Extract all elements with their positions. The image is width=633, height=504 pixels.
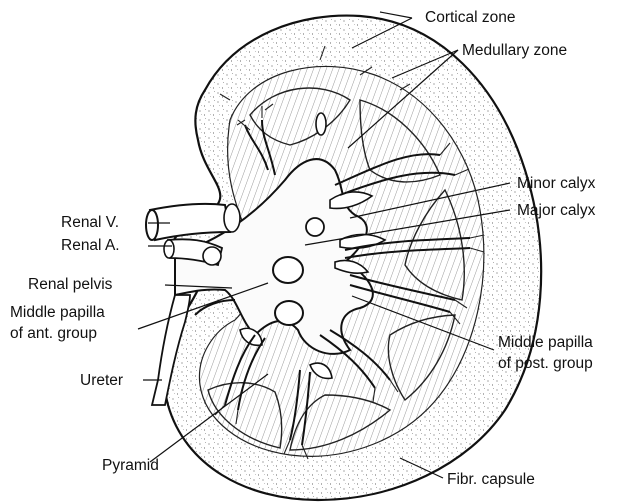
label-middle-papilla-post-2: of post. group: [498, 355, 593, 372]
label-middle-papilla-ant-1: Middle papilla: [10, 304, 105, 321]
label-renal-pelvis: Renal pelvis: [28, 276, 113, 293]
papilla-1: [316, 113, 326, 135]
label-renal-a: Renal A.: [61, 237, 120, 254]
papilla-4: [275, 301, 303, 325]
label-major-calyx: Major calyx: [517, 202, 596, 219]
label-ureter: Ureter: [80, 372, 123, 389]
label-middle-papilla-ant-2: of ant. group: [10, 325, 97, 342]
label-middle-papilla-post-1: Middle papilla: [498, 334, 593, 351]
papilla-3: [273, 257, 303, 283]
label-renal-v: Renal V.: [61, 214, 119, 231]
label-pyramid: Pyramid: [102, 457, 159, 474]
papilla-2: [306, 218, 324, 236]
label-minor-calyx: Minor calyx: [517, 175, 596, 192]
label-cortical-zone: Cortical zone: [425, 9, 515, 26]
label-fibr-capsule: Fibr. capsule: [447, 471, 535, 488]
label-medullary-zone: Medullary zone: [462, 42, 567, 59]
